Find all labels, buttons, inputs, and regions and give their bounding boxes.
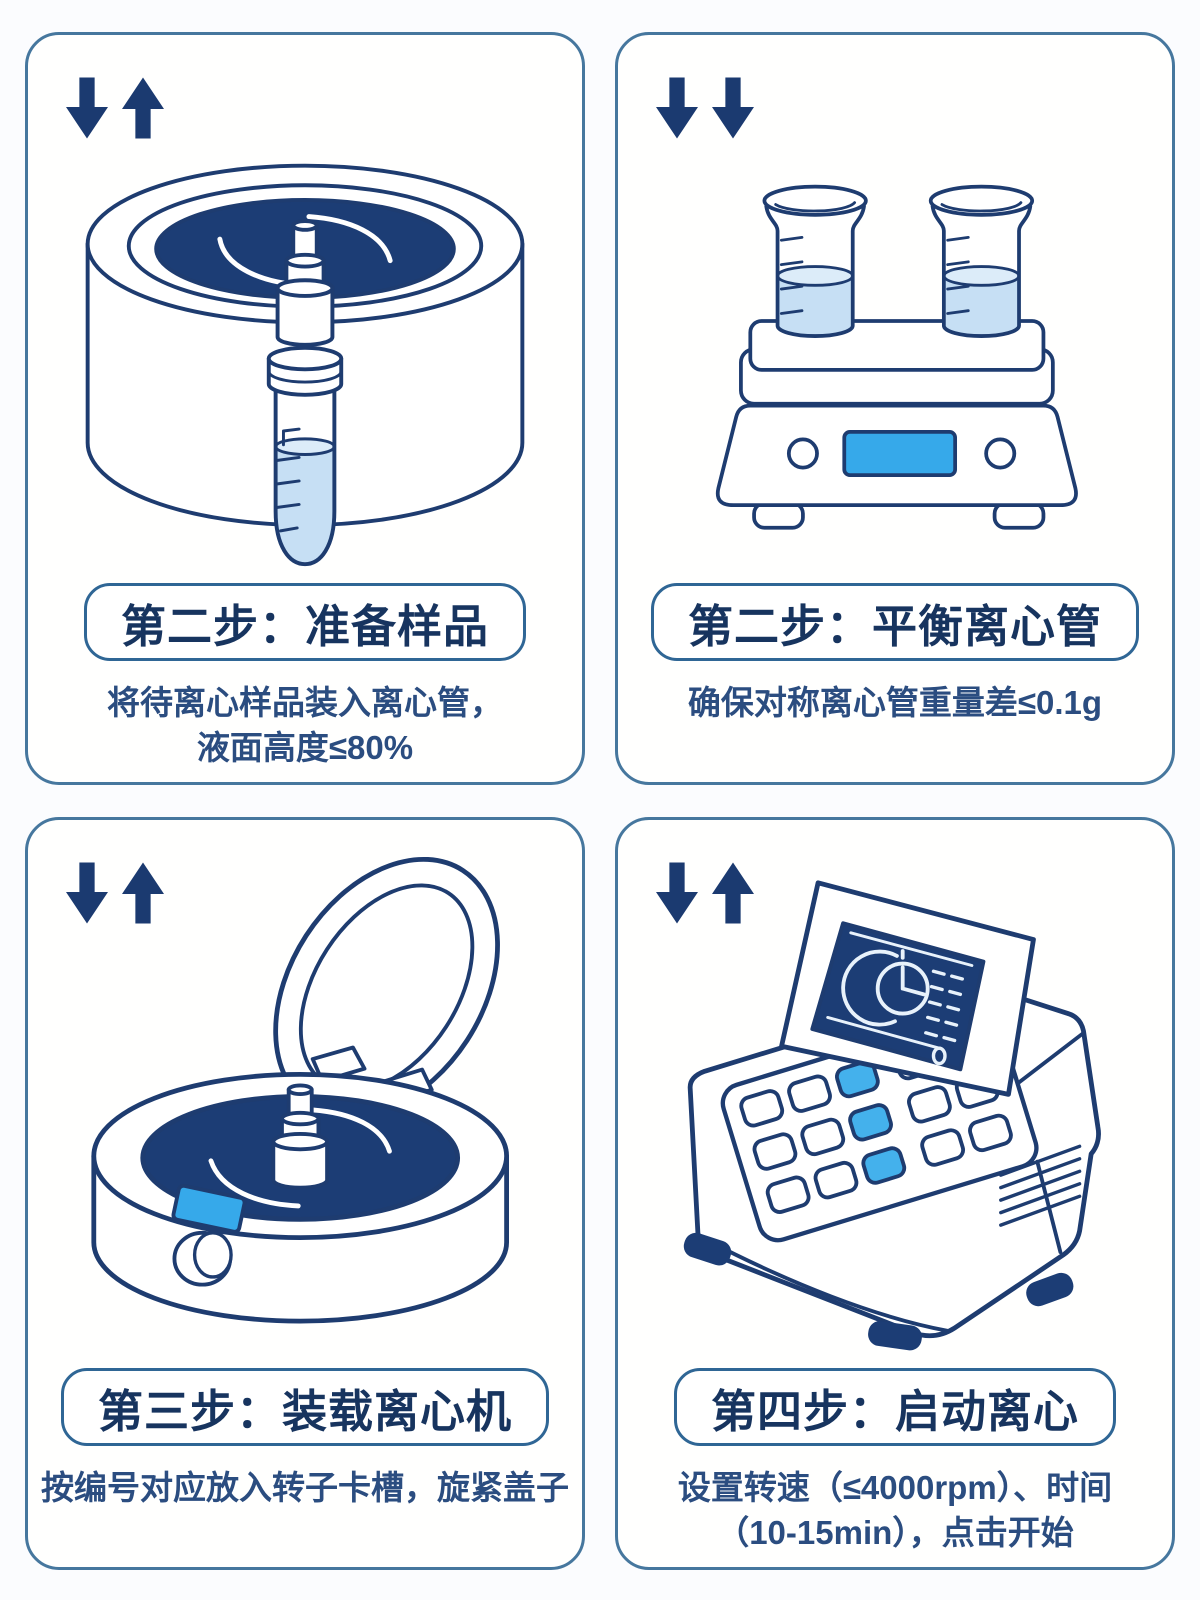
step-title-pill: 第三步：装载离心机: [60, 1368, 550, 1446]
timer-dial: [875, 961, 930, 1016]
timer-hands: [900, 949, 926, 997]
balance-button-left: [786, 437, 819, 470]
up-arrow-icon: [122, 77, 164, 139]
step-description: 将待离心样品装入离心管，液面高度≤80%: [107, 684, 503, 766]
step-description: 按编号对应放入转子卡槽，旋紧盖子: [41, 1469, 569, 1506]
balance-lcd-display: [842, 430, 958, 477]
screen-graphics: [826, 931, 974, 1066]
beaker-liquid: [943, 275, 1020, 337]
arrow-icons: [66, 77, 164, 139]
key-highlighted: [861, 1146, 907, 1185]
step-title: 第二步：平衡离心管: [687, 600, 1103, 652]
arrow-icons: [66, 862, 164, 924]
step-description: 确保对称离心管重量差≤0.1g: [687, 684, 1103, 721]
down-arrow-icon: [656, 77, 698, 139]
beaker-liquid-surface: [942, 265, 1021, 287]
screen-zero-glyph: [931, 1046, 947, 1066]
timer-outer-arc: [841, 949, 899, 1027]
step-title: 第二步：准备样品: [120, 600, 490, 652]
tube-graduations: [276, 427, 301, 533]
tube-cap-ridge: [267, 369, 343, 384]
rotor-spindle: [271, 1083, 329, 1190]
tube-liquid: [275, 446, 335, 565]
step-title: 第四步：启动离心: [710, 1385, 1080, 1437]
machine-feet: [683, 1232, 1074, 1351]
spin-arc-left: [208, 1158, 301, 1209]
open-centrifuge-illustration: [65, 844, 545, 1324]
step-panel-load-centrifuge: 第三步：装载离心机 按编号对应放入转子卡槽，旋紧盖子: [25, 817, 585, 1570]
step-description: 设置转速（≤4000rpm）、时间（10-15min），点击开始: [677, 1469, 1113, 1551]
beaker-left: [762, 184, 868, 338]
balance-base: [715, 403, 1078, 530]
tube-outline: [273, 387, 337, 567]
balance-scale-illustration: [660, 135, 1130, 539]
tube-cap-top: [266, 345, 344, 372]
balance-button-right: [984, 437, 1017, 470]
beaker-graduations: [779, 236, 804, 315]
control-panel-machine-illustration: [645, 848, 1145, 1358]
key-highlighted: [834, 1059, 880, 1099]
beaker-liquid: [777, 275, 853, 337]
step-panel-prepare-sample: 第二步：准备样品 将待离心样品装入离心管，液面高度≤80%: [25, 32, 585, 785]
arrow-icons: [656, 862, 754, 924]
down-arrow-icon: [66, 862, 108, 924]
key-highlighted: [848, 1103, 893, 1142]
beaker-graduations: [946, 236, 970, 315]
centrifuge-rotor-illustration: [60, 151, 550, 572]
beaker-liquid-surface: [776, 265, 855, 287]
step-title-pill: 第二步：准备样品: [83, 583, 527, 661]
rotor-spindle: [275, 219, 335, 347]
screen-readout-dashes: [924, 969, 964, 1043]
up-arrow-icon: [712, 862, 754, 924]
up-arrow-icon: [122, 862, 164, 924]
down-arrow-icon: [712, 77, 754, 139]
step-panel-balance-tubes: 第二步：平衡离心管 确保对称离心管重量差≤0.1g: [615, 32, 1175, 785]
step-panel-start-centrifuge: 第四步：启动离心 设置转速（≤4000rpm）、时间（10-15min），点击开…: [615, 817, 1175, 1570]
down-arrow-icon: [66, 77, 108, 139]
centrifuge-knob: [172, 1230, 233, 1287]
step-title: 第三步：装载离心机: [97, 1385, 513, 1437]
arrow-icons: [656, 77, 754, 139]
down-arrow-icon: [656, 862, 698, 924]
spin-arc-right: [306, 214, 393, 264]
sample-tube: [266, 345, 344, 567]
step-title-pill: 第四步：启动离心: [673, 1368, 1117, 1446]
step-title-pill: 第二步：平衡离心管: [650, 583, 1140, 661]
centrifuge-display: [171, 1183, 247, 1234]
spin-arc-right: [310, 1107, 392, 1154]
beaker-right: [928, 184, 1035, 338]
